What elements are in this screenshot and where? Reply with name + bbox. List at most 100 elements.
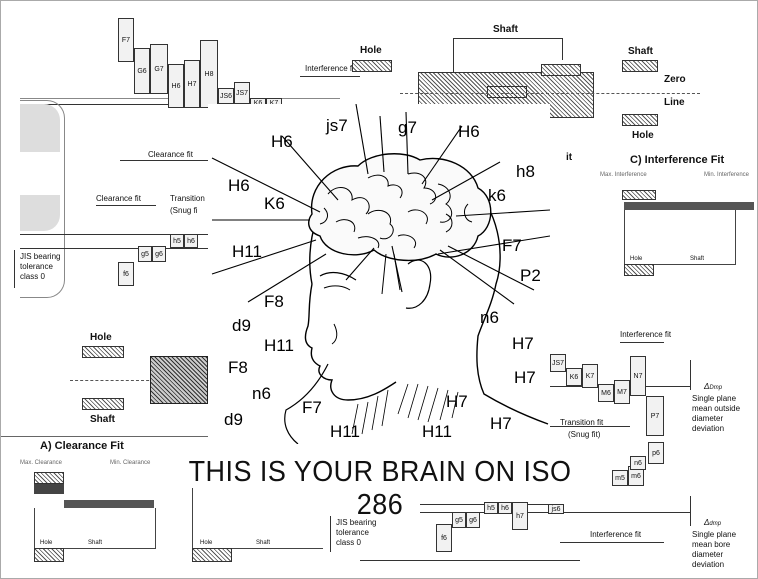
- brain-label-9: F7: [502, 236, 522, 255]
- tol-box-g7: G7: [150, 44, 168, 94]
- jis-label: JIS bearing tolerance class 0: [20, 252, 61, 281]
- brain-label-18: n6: [252, 384, 271, 403]
- housing-hatch-top: [20, 104, 60, 152]
- outer-deviation-desc: Single plane mean outside diameter devia…: [692, 394, 741, 433]
- zero-label: Zero: [664, 74, 686, 85]
- clearance-hatch-bottom-2: [192, 548, 232, 562]
- tol-box-h6: H6: [168, 64, 184, 108]
- brain-label-6: h8: [516, 162, 535, 181]
- tol-box-h5: h5: [170, 234, 184, 248]
- tol-box-n6: n6: [630, 456, 646, 470]
- page-title: THIS IS YOUR BRAIN ON ISO 286: [188, 456, 572, 521]
- shaft-zone-b: [541, 64, 581, 76]
- housing-outline: [20, 100, 65, 298]
- hole-legend-swatch: [622, 114, 658, 126]
- min-interference-label: Min. Interference: [704, 172, 750, 178]
- interference-fit-label-2: Interference fit: [620, 330, 672, 339]
- brain-label-1: js7: [326, 116, 348, 135]
- clearance-body-2: [192, 488, 323, 549]
- left-shaft-swatch: [82, 398, 124, 410]
- brain-label-23: H11: [422, 422, 452, 441]
- max-clearance-label: Max. Clearance: [20, 460, 63, 466]
- interference-shaft-label: Shaft: [690, 256, 705, 262]
- hole-label: Hole: [360, 45, 382, 56]
- tol-box-lower-g5: g5: [452, 512, 466, 528]
- brain-label-19: H7: [446, 392, 468, 411]
- brain-label-5: K6: [264, 194, 285, 213]
- brain-label-11: F8: [264, 292, 284, 311]
- clearance-shaft-label-2: Shaft: [256, 540, 271, 546]
- left-hole-label: Hole: [90, 332, 112, 343]
- tol-box-h7: H7: [184, 60, 200, 108]
- shaft-label: Shaft: [493, 24, 518, 35]
- brain-label-0: H6: [271, 132, 293, 151]
- tol-box-js6: JS6: [218, 88, 234, 104]
- fit-partial-label: it: [566, 152, 573, 163]
- brain-label-17: H7: [514, 368, 536, 387]
- clearance-body: [34, 508, 156, 549]
- interference-fit-label: Interference fit: [305, 64, 357, 73]
- dmp-outer-label: ΔDmp: [704, 382, 723, 391]
- inner-deviation-desc: Single plane mean bore diameter deviatio…: [692, 530, 737, 569]
- line-label: Line: [664, 97, 685, 108]
- clearance-shaft-bar: [64, 500, 154, 508]
- interference-fit-panel: C) Interference Fit Max. Interference Mi…: [594, 146, 758, 280]
- tol-box-js7: JS7: [234, 82, 250, 104]
- brain-label-13: d9: [232, 316, 251, 335]
- tol-box-M6: M6: [598, 384, 614, 402]
- tol-box-JS7: JS7: [550, 354, 566, 372]
- tol-box-lower-h5: h5: [484, 502, 498, 514]
- clearance-hatch-top: [34, 472, 64, 484]
- brain-label-12: n6: [480, 308, 499, 327]
- interference-fit-title: C) Interference Fit: [630, 154, 725, 166]
- interference-fit-label-3: Interference fit: [590, 530, 642, 539]
- clearance-fit-label-2: Clearance fit: [96, 194, 141, 203]
- brain-label-7: k6: [488, 186, 506, 205]
- max-interference-label: Max. Interference: [600, 172, 647, 178]
- clearance-hole-label-2: Hole: [200, 540, 213, 546]
- clearance-fit-label: Clearance fit: [148, 150, 193, 159]
- tol-box-m5: m5: [612, 470, 628, 486]
- tol-box-h6: h6: [184, 234, 198, 248]
- tol-box-g6: g6: [152, 246, 166, 262]
- left-hole-swatch: [82, 346, 124, 358]
- head-illustration: [211, 104, 550, 444]
- housing-hatch-bottom: [20, 195, 60, 231]
- clearance-hatch-bottom: [34, 548, 64, 562]
- hole-hatch-small: [352, 60, 392, 72]
- tol-box-lower-h7: h7: [512, 502, 528, 530]
- transition-label: Transition: [170, 194, 205, 203]
- brain-label-14: H11: [264, 336, 294, 355]
- clearance-fit-title: A) Clearance Fit: [40, 440, 124, 452]
- dmp-inner-label: Δdmp: [704, 518, 722, 527]
- brain-label-3: H6: [458, 122, 480, 141]
- brain-label-4: H6: [228, 176, 250, 195]
- tol-box-lower-js6: js6: [548, 504, 564, 514]
- tol-box-M7: M7: [614, 380, 630, 404]
- brain-label-16: F8: [228, 358, 248, 377]
- tol-box-f7: F7: [118, 18, 134, 62]
- shaft-legend-swatch: [622, 60, 658, 72]
- min-clearance-label: Min. Clearance: [110, 460, 151, 466]
- tol-box-p6: p6: [648, 442, 664, 464]
- tol-box-g5: g5: [138, 246, 152, 262]
- shaft-bar: [624, 202, 754, 210]
- transition-fit-label: Transition fit: [560, 418, 604, 427]
- snug-label: (Snug fi: [170, 206, 198, 215]
- brain-label-8: H11: [232, 242, 262, 261]
- tol-box-K7: K7: [582, 364, 598, 388]
- interference-hole-label: Hole: [630, 256, 643, 262]
- brain-label-2: g7: [398, 118, 417, 137]
- tol-box-f6: f6: [118, 262, 134, 286]
- shaft-zone-a: [487, 86, 527, 98]
- tol-box-g6: G6: [134, 48, 150, 94]
- tol-box-lower-h6: h6: [498, 502, 512, 514]
- tol-box-h8: H8: [200, 40, 218, 108]
- brain-label-20: d9: [224, 410, 243, 429]
- brain-panel: H6 js7 g7 H6 H6 K6 h8 k6 H11 F7 P2 F8 n6…: [208, 104, 550, 444]
- tol-box-P7: P7: [646, 396, 664, 436]
- brain-label-21: F7: [302, 398, 322, 417]
- tol-box-K6: K6: [566, 368, 582, 386]
- tol-box-lower-g6: g6: [466, 512, 480, 528]
- shaft-legend-label: Shaft: [628, 46, 653, 57]
